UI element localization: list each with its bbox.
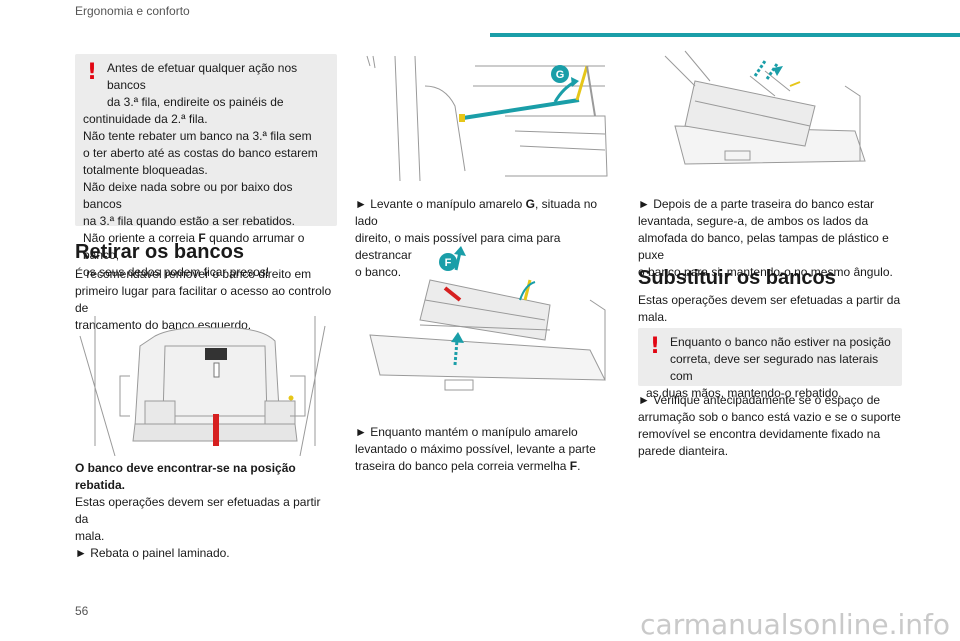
warning-text: na 3.ª fila quando estão a ser rebatidos… [83,214,295,228]
heading-substituir: Substituir os bancos [638,267,836,289]
watermark: carmanualsonline.info [640,608,950,641]
warning-text: Não tente rebater um banco na 3.ª fila s… [83,129,312,143]
header-accent-bar [490,33,960,37]
warning-text: o ter aberto até as costas do banco esta… [83,146,318,160]
heading-retirar: Retirar os bancos [75,241,244,263]
step-line: ► Enquanto mantém o manípulo amarelo [355,425,578,439]
warning-text: Não oriente a correia F quando arrumar o… [83,231,305,262]
step-lift-strap: ► Enquanto mantém o manípulo amarelo lev… [355,424,617,475]
warning-text: os seus dedos podem ficar presos! [83,265,270,279]
paragraph-line: É recomendável remover o banco direito e… [75,267,312,281]
paragraph-line: parede dianteira. [638,444,729,458]
warning-text: Antes de efetuar qualquer ação nos banco… [107,61,298,92]
step-pull-seat: ► Depois de a parte traseira do banco es… [638,196,902,281]
paragraph-line: traseira do banco pela correia vermelha … [355,459,581,473]
step-line: ► Rebata o painel laminado. [75,546,230,560]
warning-box-remove: ! Antes de efetuar qualquer ação nos ban… [75,54,337,279]
warning-text: continuidade da 2.ª fila. [83,112,208,126]
section-title: Ergonomia e conforto [75,4,190,18]
warning-text: correta, deve ser segurado nas laterais … [670,352,879,383]
warning-text: da 3.ª fila, endireite os painéis de [107,95,284,109]
step-lift-handle: ► Levante o manípulo amarelo G, situada … [355,196,617,281]
paragraph-line: Estas operações devem ser efetuadas a pa… [75,495,321,526]
warning-text: Não deixe nada sobre ou por baixo dos ba… [83,180,293,211]
intro-substituir: Estas operações devem ser efetuadas a pa… [638,292,902,326]
callout-g: G [556,69,565,81]
step-check-space: ► Verifique antecipadamente se o espaço … [638,392,902,460]
paragraph-line: arrumação sob o banco está vazio e se o … [638,410,901,424]
paragraph-line: direito, o mais possível para cima para … [355,231,561,262]
paragraph-line: mala. [638,310,668,324]
paragraph-line: mala. [75,529,105,543]
bold-note: O banco deve encontrar-se na posição reb… [75,461,296,492]
paragraph-line: Estas operações devem ser efetuadas a pa… [638,293,901,307]
step-line: ► Depois de a parte traseira do banco es… [638,197,875,211]
paragraph-line: levantada, segure-a, de ambos os lados d… [638,214,869,228]
paragraph-line: removível se encontra devidamente fixado… [638,427,881,441]
paragraph-line: o banco para si, mantendo-o no mesmo âng… [638,265,893,279]
paragraph-line: levantado o máximo possível, levante a p… [355,442,596,456]
warning-text: totalmente bloqueadas. [83,163,208,177]
procedure-retirar: O banco deve encontrar-se na posição reb… [75,460,337,562]
warning-text: as duas mãos, mantendo-o rebatido. [646,386,842,400]
page-number: 56 [75,604,89,618]
paragraph-line: primeiro lugar para facilitar o acesso a… [75,284,332,315]
illustration-pull-seat [664,50,866,165]
step-line: ► Levante o manípulo amarelo G, situada … [355,197,598,228]
illustration-handle-g: G [366,55,608,182]
warning-text: Enquanto o banco não estiver na posição [670,335,891,349]
callout-f: F [445,257,452,269]
illustration-folded-seat [79,316,326,456]
step-line: ► Verifique antecipadamente se o espaço … [638,393,881,407]
warning-icon: ! [87,60,98,85]
illustration-strap-f: F [369,246,606,391]
warning-icon: ! [650,334,661,359]
paragraph-line: o banco. [355,265,402,279]
warning-box-replace: ! Enquanto o banco não estiver na posiçã… [638,328,902,400]
paragraph-line: almofada do banco, pelas tampas de plást… [638,231,889,262]
